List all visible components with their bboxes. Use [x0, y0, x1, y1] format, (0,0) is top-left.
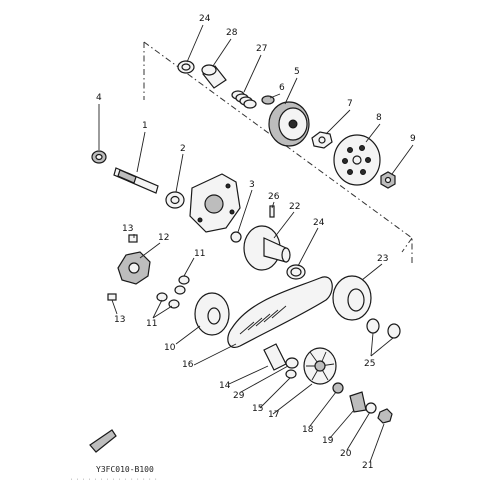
part-gear-18 [332, 382, 344, 394]
figure-code: Y3FC010-B100 [96, 465, 154, 474]
part-fixed-sheave-22 [243, 225, 291, 271]
part-clutch-housing-8 [333, 134, 381, 186]
callout-7: 7 [347, 99, 353, 109]
part-transmission-cover [189, 173, 241, 233]
callout-24a: 24 [199, 14, 211, 24]
callout-25: 25 [364, 359, 375, 369]
part-cam-plate-12 [117, 251, 151, 285]
callout-9: 9 [410, 134, 416, 144]
callout-1: 1 [142, 121, 148, 131]
part-bolt-13a [128, 234, 138, 243]
part-nut-21 [377, 408, 393, 424]
callout-19: 19 [322, 436, 334, 446]
part-pin-26 [269, 205, 275, 218]
part-cup-19 [349, 391, 367, 413]
callout-11b: 11 [146, 319, 157, 329]
part-o-rings-25 [366, 318, 401, 339]
leader-lines [98, 24, 414, 463]
callout-29: 29 [233, 391, 245, 401]
callout-16: 16 [182, 360, 194, 370]
callout-11a: 11 [194, 249, 205, 259]
part-secondary-sheave-23 [332, 275, 372, 321]
callout-24b: 24 [313, 218, 325, 228]
callout-26: 26 [268, 192, 280, 202]
callout-17: 17 [268, 410, 279, 420]
part-roller-weights-11 [156, 275, 190, 309]
callout-3: 3 [249, 180, 255, 190]
callout-27: 27 [256, 44, 267, 54]
callout-12: 12 [158, 233, 169, 243]
callout-15: 15 [252, 404, 263, 414]
part-spacer-ring-24 [177, 60, 195, 74]
callout-22: 22 [289, 202, 300, 212]
part-bearing-2 [165, 191, 185, 209]
callout-2: 2 [180, 144, 186, 154]
part-spring-27 [231, 90, 257, 109]
fine-print: · · · · · · · · · · · · · · · [70, 477, 157, 483]
callout-20: 20 [340, 449, 352, 459]
callout-8: 8 [376, 113, 382, 123]
part-washer-3 [230, 231, 242, 243]
callout-13a: 13 [122, 224, 133, 234]
part-clutch-carrier-5 [268, 101, 310, 147]
part-washer-29 [285, 357, 299, 369]
callout-10: 10 [164, 343, 176, 353]
part-spacer-ring-24b [286, 264, 306, 280]
part-oil-seal-4 [91, 150, 107, 164]
callout-28: 28 [226, 28, 238, 38]
callout-23: 23 [377, 254, 388, 264]
part-spacer-15 [285, 369, 297, 379]
callout-18: 18 [302, 425, 314, 435]
callout-13b: 13 [114, 315, 125, 325]
part-fan-17 [303, 347, 337, 385]
front-arrow-icon [89, 429, 117, 453]
part-movable-sheave-10 [194, 292, 230, 336]
part-v-belt-16 [227, 276, 333, 348]
assembly-boundary [143, 41, 413, 266]
part-washer-20 [365, 402, 377, 414]
callout-4: 4 [96, 93, 102, 103]
callout-5: 5 [294, 67, 300, 77]
callout-6: 6 [279, 83, 285, 93]
part-collar-28 [201, 64, 227, 89]
part-nut-9 [380, 171, 396, 189]
callout-21: 21 [362, 461, 373, 471]
callout-14: 14 [219, 381, 231, 391]
part-nut-7 [311, 131, 333, 149]
part-shaft-1 [113, 167, 159, 194]
part-slider-13b [107, 293, 117, 301]
